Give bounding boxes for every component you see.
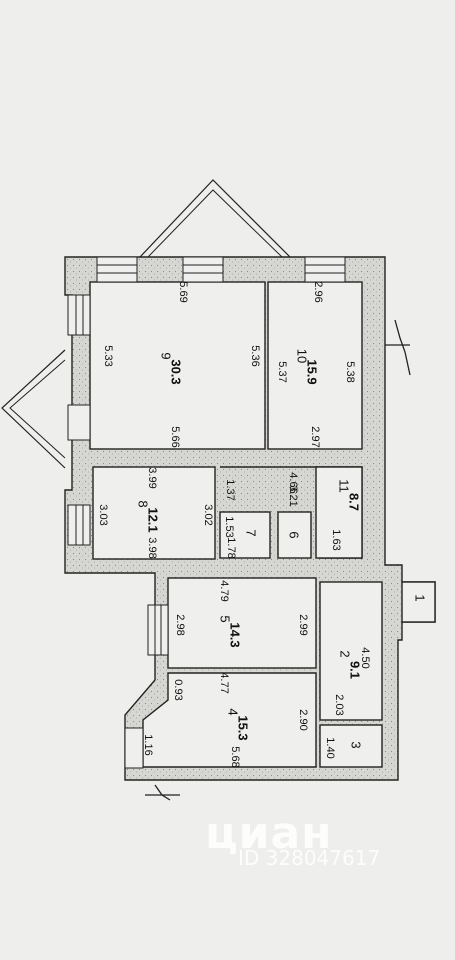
room-3 — [319, 724, 383, 768]
dimension-label: 2.97 — [309, 426, 321, 447]
watermark-id-text: ID 328047617 — [238, 846, 381, 870]
room-area-9: 30.3 — [169, 359, 184, 384]
room-number-4: 4 — [226, 708, 241, 715]
room-8 — [92, 466, 216, 560]
room-11-main — [315, 466, 363, 559]
room-number-10: 10 — [295, 349, 310, 363]
room-number-1: 1 — [413, 594, 428, 601]
dimension-label: 3.03 — [97, 504, 109, 525]
room-2 — [319, 581, 383, 721]
room-number-11: 11 — [337, 479, 352, 493]
room-number-8: 8 — [136, 500, 151, 507]
room-number-5: 5 — [218, 615, 233, 622]
room-5 — [167, 577, 317, 669]
dimension-label: 3.99 — [146, 467, 158, 488]
balcony-left — [1, 349, 66, 469]
dimension-label: 1.40 — [324, 737, 336, 758]
dimension-label: 5.37 — [276, 361, 288, 382]
watermark-logo: циан — [205, 808, 333, 859]
dimension-label: 5.69 — [177, 281, 189, 302]
rooms — [89, 281, 436, 768]
dimension-label: 2.98 — [174, 614, 186, 635]
balcony-left-inner — [9, 359, 66, 459]
dimension-label: 1.16 — [142, 734, 154, 755]
room-number-6: 6 — [287, 531, 302, 538]
dimension-label: 4.50 — [359, 647, 371, 668]
dimension-label: 5.36 — [249, 345, 261, 366]
room-area-4: 15.3 — [236, 715, 251, 740]
room-area-5: 14.3 — [228, 622, 243, 647]
watermark-id: ID 328047617 — [238, 846, 380, 870]
room-6 — [277, 511, 312, 559]
balcony-top — [139, 179, 291, 258]
room-area-2: 9.1 — [348, 661, 363, 679]
dimension-label: 4.66 — [287, 472, 299, 493]
dimension-label: 2.99 — [297, 614, 309, 635]
room-7 — [219, 511, 271, 559]
dimension-label: 4.77 — [218, 672, 230, 693]
dimension-label: 5.38 — [344, 361, 356, 382]
dimension-label: 0.93 — [172, 679, 184, 700]
room-area-11: 8.7 — [347, 493, 362, 511]
dimension-label: 4.79 — [218, 580, 230, 601]
dimension-label: 5.68 — [229, 746, 241, 767]
dimension-label: 2.03 — [333, 694, 345, 715]
room-area-10: 15.9 — [305, 359, 320, 384]
dimension-label: 5.66 — [169, 426, 181, 447]
room-9 — [89, 281, 266, 450]
watermark-brand: циан — [205, 808, 333, 859]
break-marks — [145, 319, 411, 801]
dimension-label: 3.98 — [146, 537, 158, 558]
room-number-9: 9 — [159, 352, 174, 359]
dimension-label: 1.78 — [225, 537, 237, 558]
room-area-8: 12.1 — [146, 507, 161, 532]
dimension-label: 1.63 — [330, 529, 342, 550]
room-1 — [401, 581, 436, 623]
dimension-label: 5.33 — [102, 345, 114, 366]
dimension-label: 1.37 — [224, 479, 236, 500]
room-number-3: 3 — [349, 741, 364, 748]
dimension-label: 2.90 — [297, 709, 309, 730]
dimension-label: 3.02 — [202, 504, 214, 525]
windows — [67, 256, 346, 769]
balcony-top-inner — [147, 189, 283, 258]
dimension-label: 2.96 — [312, 281, 324, 302]
room-number-2: 2 — [338, 650, 353, 657]
dimension-label: 3.21 — [287, 485, 299, 506]
room-10 — [267, 281, 363, 450]
dimension-label: 1.53 — [223, 516, 235, 537]
room-number-7: 7 — [244, 529, 259, 536]
